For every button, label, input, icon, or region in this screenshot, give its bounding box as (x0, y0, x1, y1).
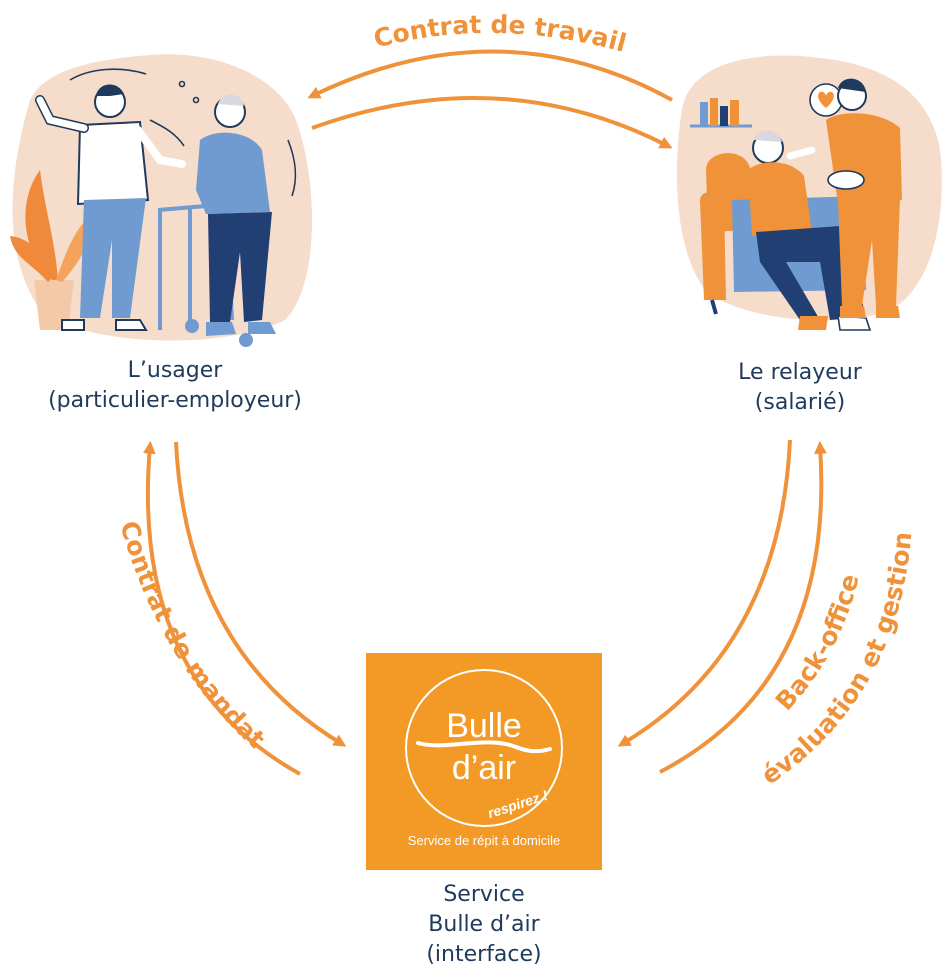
bulle-dair-logo: Bulle d’air respirez ! Service de répit … (366, 653, 602, 870)
heart-bubble-icon (809, 83, 843, 117)
walker-icon (157, 202, 253, 347)
usager-label-line1: L’usager (127, 358, 223, 383)
man-figure (35, 84, 186, 331)
service-label-line2: Bulle d’air (428, 912, 540, 937)
arrow-top-pair (307, 49, 673, 149)
relayeur-label-line2: (salarié) (754, 390, 846, 415)
relayeur-label: Le relayeur (salarié) (700, 358, 900, 418)
usager-label: L’usager (particulier-employeur) (10, 356, 340, 416)
bookshelf-icon (690, 98, 752, 128)
arrow-left-to-usager (142, 440, 301, 776)
service-label-line1: Service (443, 882, 525, 907)
usager-illustration (10, 54, 313, 347)
motion-lines (69, 68, 297, 197)
arrow-top-to-usager (307, 49, 673, 102)
relayeur-label-line1: Le relayeur (738, 360, 862, 385)
logo-tagline: respirez ! (486, 787, 550, 822)
arrow-right-pair (617, 439, 827, 774)
arrow-right-to-relayeur (659, 440, 827, 774)
service-label: Service Bulle d’air (interface) (384, 880, 584, 970)
logo-swoosh (416, 740, 552, 754)
logo-ring (405, 669, 563, 827)
usager-label-line2: (particulier-employeur) (48, 388, 302, 413)
elderly-woman-figure (196, 94, 276, 336)
arrow-left-pair (142, 440, 347, 776)
arrow-left-to-service (174, 441, 347, 747)
caregiver-figure (786, 78, 902, 318)
logo-caption: Service de répit à domicile (408, 833, 560, 848)
logo-word-bulle: Bulle (446, 707, 522, 745)
arrow-right-to-service (617, 439, 792, 747)
arrow-top-to-relayeur (311, 95, 673, 149)
relayeur-illustration (676, 55, 942, 331)
service-label-line3: (interface) (426, 942, 542, 967)
logo-word-dair: d’air (452, 749, 516, 787)
